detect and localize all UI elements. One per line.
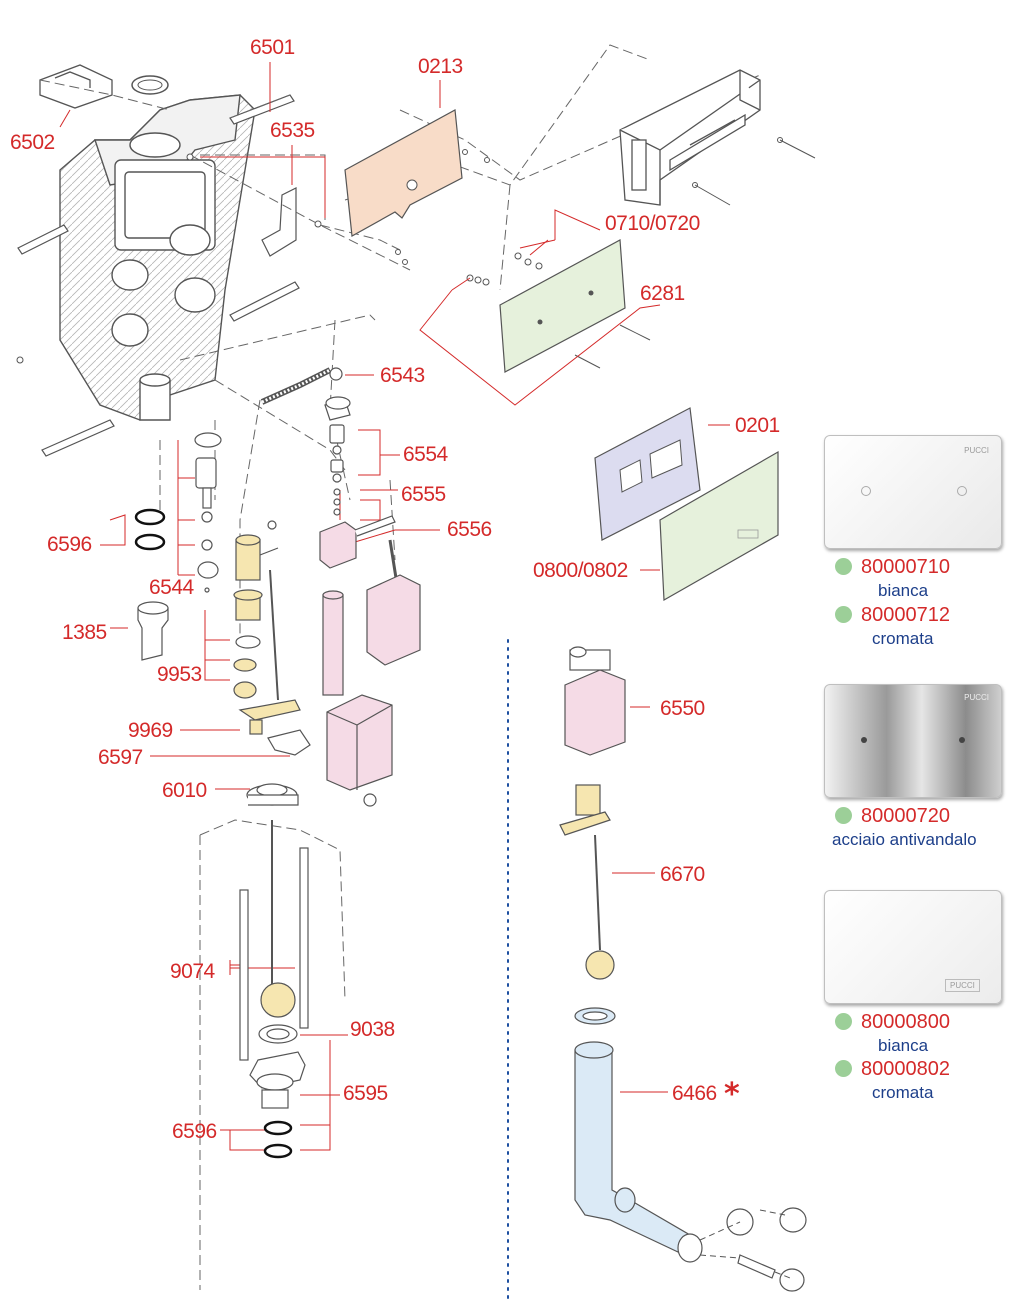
bracket-6502 [39,64,113,109]
label-6010: 6010 [162,779,207,802]
label-6556: 6556 [447,518,492,541]
label-0800-0802: 0800/0802 [533,559,628,582]
label-6502: 6502 [10,131,55,154]
box-screws [694,139,816,206]
plate-brand-text: PUCCI [964,693,989,702]
plate-screw-left [861,737,867,743]
plate-brand-text: PUCCI [945,979,980,992]
label-6501: 6501 [250,36,295,59]
status-dot [835,1013,852,1030]
pipe-assembly-lines [699,1209,791,1279]
product-desc: bianca [878,1036,929,1055]
product-code: 80000800 [861,1011,950,1033]
label-6554: 6554 [403,443,448,466]
label-6535: 6535 [270,119,315,142]
cistern-frame [59,94,256,421]
fill-valve-parts [134,367,421,807]
screws [16,137,783,364]
product-code: 80000802 [861,1058,950,1080]
label-6595: 6595 [343,1082,388,1105]
ring-top [131,75,169,95]
label-9969: 9969 [128,719,173,742]
flush-pipe-6466 [574,1007,807,1292]
label-1385: 1385 [62,621,107,644]
plate-0213 [344,109,463,237]
label-6281: 6281 [640,282,685,305]
plate-brand-text: PUCCI [964,446,989,455]
label-0213: 0213 [418,55,463,78]
mounting-frame-0201 [594,407,701,541]
float-valve-6670 [559,784,615,980]
plate-6281 [499,239,651,373]
product-image-white-plate-2: PUCCI [824,890,1002,1004]
leader-lines [59,62,730,1151]
product-code: 80000712 [861,604,950,626]
product-desc: cromata [872,1083,934,1102]
product-image-white-plate: PUCCI [824,435,1002,549]
label-6555: 6555 [401,483,446,506]
product-desc: cromata [872,629,934,648]
asterisk-mark: * [724,1077,740,1112]
ring-top-inner [137,79,163,91]
product-code: 80000710 [861,556,950,578]
label-0710-0720: 0710/0720 [605,212,700,235]
label-6550: 6550 [660,697,705,720]
plate-button-left [861,486,871,496]
label-6543: 6543 [380,364,425,387]
product-desc: acciaio antivandalo [832,830,977,849]
bracket-6535 [261,187,297,257]
plate-0800 [659,450,779,602]
label-9953: 9953 [157,663,202,686]
product-code: 80000720 [861,805,950,827]
status-dot [835,1060,852,1077]
label-9074: 9074 [170,960,215,983]
label-9038: 9038 [350,1018,395,1041]
product-desc: bianca [878,581,929,600]
bottom-valve-assembly [239,820,309,1159]
plate-button-right [957,486,967,496]
product-image-steel-plate: PUCCI [824,684,1002,798]
label-6670: 6670 [660,863,705,886]
plate-screw-right [959,737,965,743]
status-dot [835,606,852,623]
concrete-box [619,69,761,206]
label-0201: 0201 [735,414,780,437]
status-dot [835,558,852,575]
label-6596-bottom: 6596 [172,1120,217,1143]
strip-brackets [17,94,300,457]
label-6466: 6466 [672,1082,717,1105]
label-6597: 6597 [98,746,143,769]
valve-6550 [564,646,626,756]
label-6544: 6544 [149,576,194,599]
label-6596-top: 6596 [47,533,92,556]
status-dot [835,807,852,824]
